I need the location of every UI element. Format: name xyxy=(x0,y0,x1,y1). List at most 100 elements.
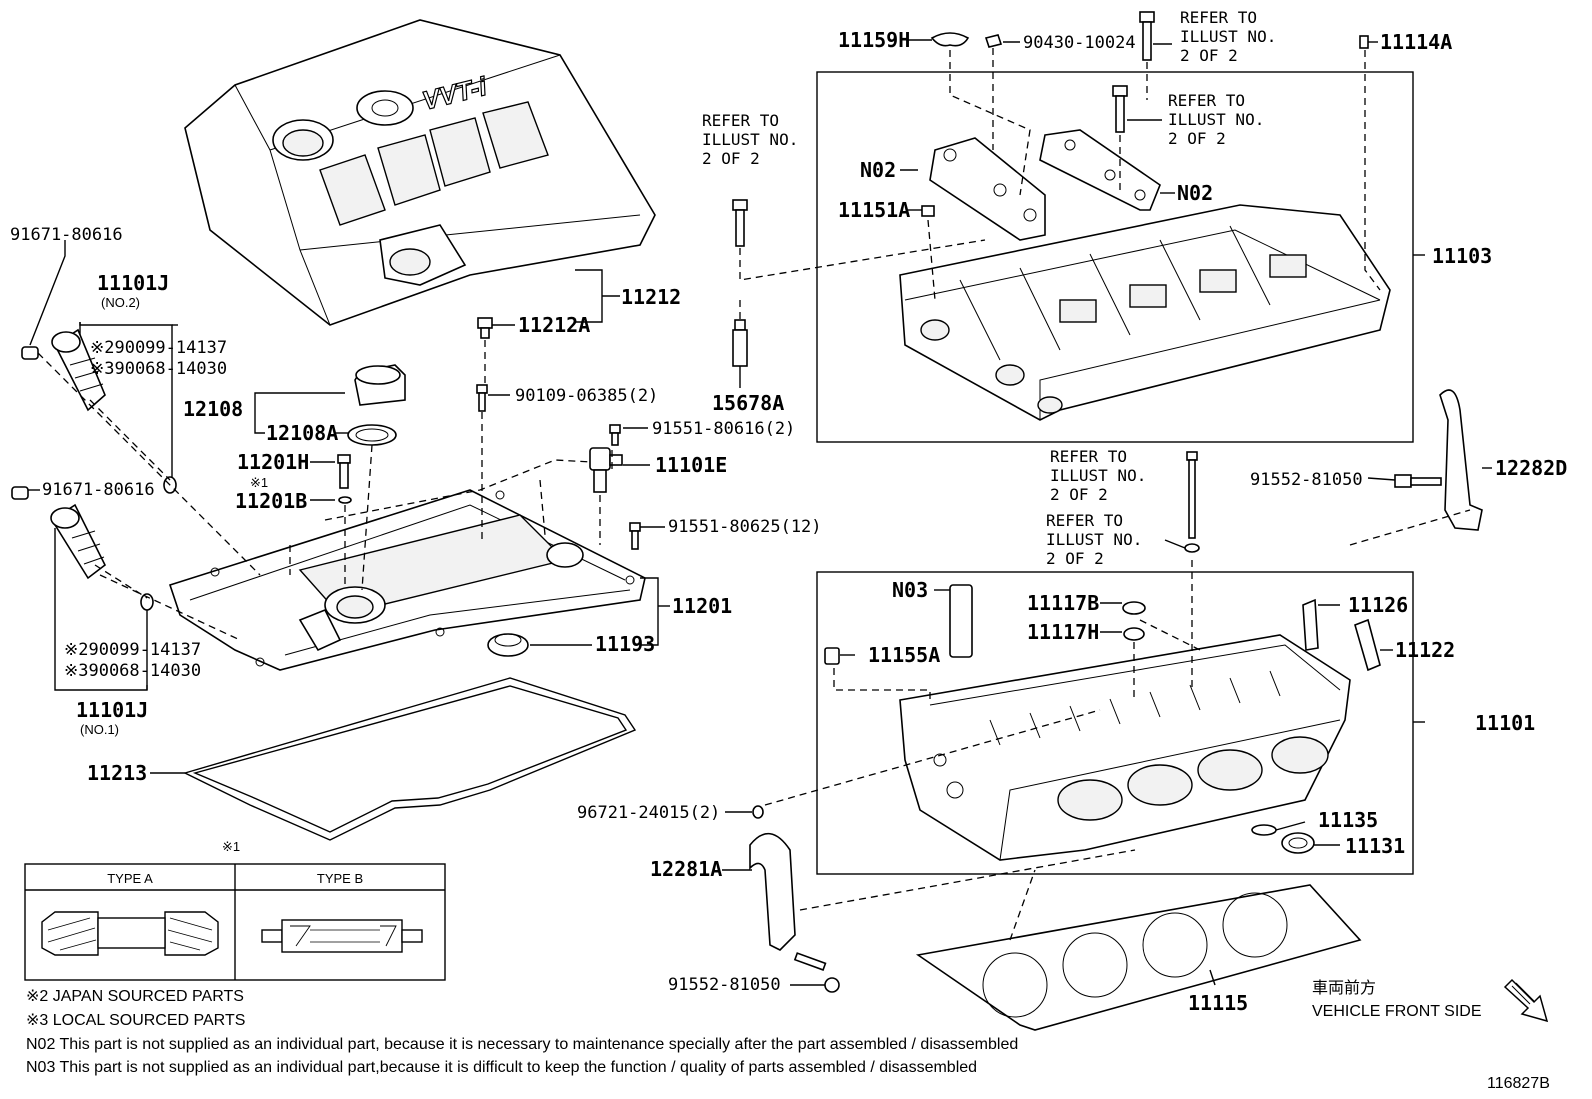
svg-text:2 OF 2: 2 OF 2 xyxy=(1168,129,1226,148)
label-note1-table: ※1 xyxy=(222,839,240,854)
cylinder-head-illustration xyxy=(899,634,1351,861)
label-390068-top: ※390068-14030 xyxy=(90,359,227,379)
svg-text:ILLUST NO.: ILLUST NO. xyxy=(1050,466,1146,485)
label-90109-06385: 90109-06385(2) xyxy=(515,386,658,406)
label-11114A: 11114A xyxy=(1380,30,1452,54)
type-b-section-drawing xyxy=(261,919,423,953)
svg-text:REFER TO: REFER TO xyxy=(1050,447,1127,466)
label-11201B: 11201B xyxy=(235,489,307,513)
label-11135: 11135 xyxy=(1318,808,1378,832)
label-no2: (NO.2) xyxy=(101,295,140,310)
engine-hanger-12282D xyxy=(1394,389,1483,531)
label-N02-right: N02 xyxy=(1177,181,1213,205)
label-90430-10024: 90430-10024 xyxy=(1023,33,1136,53)
refer-note-3: REFER TO ILLUST NO. 2 OF 2 xyxy=(702,111,798,168)
svg-text:2 OF 2: 2 OF 2 xyxy=(1046,549,1104,568)
note-n03: N03 This part is not supplied as an indi… xyxy=(26,1059,977,1076)
label-11201: 11201 xyxy=(672,594,732,618)
label-11126: 11126 xyxy=(1348,593,1408,617)
svg-text:ILLUST NO.: ILLUST NO. xyxy=(1180,27,1276,46)
part-number-labels: 91671-80616 11101J (NO.2) ※290099-14137 … xyxy=(10,28,1567,1015)
ocv-valve-no1 xyxy=(11,486,154,611)
label-11212A: 11212A xyxy=(518,313,590,337)
svg-text:REFER TO: REFER TO xyxy=(1046,511,1123,530)
label-11201H: 11201H xyxy=(237,450,309,474)
svg-text:2 OF 2: 2 OF 2 xyxy=(1180,46,1238,65)
refer-note-5: REFER TO ILLUST NO. 2 OF 2 xyxy=(1046,511,1142,568)
label-12282D: 12282D xyxy=(1495,456,1567,480)
label-290099-top: ※290099-14137 xyxy=(90,338,227,358)
refer-note-4: REFER TO ILLUST NO. 2 OF 2 xyxy=(1050,447,1146,504)
label-91551-80616: 91551-80616(2) xyxy=(652,419,795,439)
label-N02-left: N02 xyxy=(860,158,896,182)
label-91551-80625: 91551-80625(12) xyxy=(668,517,822,537)
svg-text:2 OF 2: 2 OF 2 xyxy=(702,149,760,168)
refer-note-1: REFER TO ILLUST NO. 2 OF 2 xyxy=(1180,8,1276,65)
label-11159H: 11159H xyxy=(838,28,910,52)
vehicle-front-japanese: 車両前方 xyxy=(1312,979,1376,997)
svg-text:REFER TO: REFER TO xyxy=(702,111,779,130)
vehicle-front-indicator: 車両前方 VEHICLE FRONT SIDE xyxy=(1312,978,1549,1023)
vehicle-front-english: VEHICLE FRONT SIDE xyxy=(1312,1003,1482,1020)
label-11122: 11122 xyxy=(1395,638,1455,662)
label-11101E: 11101E xyxy=(655,453,727,477)
label-11151A: 11151A xyxy=(838,198,910,222)
plug-seal xyxy=(487,633,529,657)
svg-text:2 OF 2: 2 OF 2 xyxy=(1050,485,1108,504)
cam-position-sensor xyxy=(589,447,623,493)
label-12281A: 12281A xyxy=(650,857,722,881)
refer-note-2: REFER TO ILLUST NO. 2 OF 2 xyxy=(1168,91,1264,148)
type-table: ※1 TYPE A TYPE B xyxy=(24,839,446,981)
label-11117B: 11117B xyxy=(1027,591,1099,615)
camshaft-bearing-caps xyxy=(929,129,1161,241)
svg-text:ILLUST NO.: ILLUST NO. xyxy=(1046,530,1142,549)
label-N03: N03 xyxy=(892,578,928,602)
label-390068-bottom: ※390068-14030 xyxy=(64,661,201,681)
note-local-sourced: ※3 LOCAL SOURCED PARTS xyxy=(26,1012,245,1029)
label-12108: 12108 xyxy=(183,397,243,421)
valve-cover-gasket xyxy=(183,677,637,841)
svg-text:ILLUST NO.: ILLUST NO. xyxy=(702,130,798,149)
label-12108A: 12108A xyxy=(266,421,338,445)
leader-lines xyxy=(28,39,1492,986)
label-15678A: 15678A xyxy=(712,391,784,415)
label-11101J-bottom: 11101J xyxy=(76,698,148,722)
camshaft-housing-illustration xyxy=(899,204,1391,421)
label-11115: 11115 xyxy=(1188,991,1248,1015)
type-b-header: TYPE B xyxy=(317,871,363,886)
camshaft-housing-frame xyxy=(816,71,1414,443)
illustration-number: 116827B xyxy=(1487,1075,1550,1092)
type-a-section-drawing xyxy=(41,911,219,956)
head-gasket xyxy=(915,884,1362,1031)
footnotes: ※2 JAPAN SOURCED PARTS ※3 LOCAL SOURCED … xyxy=(26,988,1018,1076)
label-11117H: 11117H xyxy=(1027,620,1099,644)
cylinder-head-frame xyxy=(816,571,1414,875)
svg-text:REFER TO: REFER TO xyxy=(1168,91,1245,110)
label-11213: 11213 xyxy=(87,761,147,785)
engine-hanger-12281A xyxy=(749,832,840,993)
engine-cover-illustration: VVT-i xyxy=(184,19,656,326)
label-91552-81050-right: 91552-81050 xyxy=(1250,470,1363,490)
label-96721-24015: 96721-24015(2) xyxy=(577,803,720,823)
small-fasteners xyxy=(337,317,641,550)
camshaft-housing-small-parts xyxy=(732,11,1369,367)
refer-notes: REFER TO ILLUST NO. 2 OF 2 REFER TO ILLU… xyxy=(702,8,1276,568)
label-11193: 11193 xyxy=(595,632,655,656)
label-11155A: 11155A xyxy=(868,643,940,667)
oil-filler-cap xyxy=(347,364,406,446)
label-11103: 11103 xyxy=(1432,244,1492,268)
note-japan-sourced: ※2 JAPAN SOURCED PARTS xyxy=(26,988,244,1005)
label-note1-small: ※1 xyxy=(250,475,268,490)
valve-cover-illustration xyxy=(168,489,646,671)
label-no1: (NO.1) xyxy=(80,722,119,737)
label-11101: 11101 xyxy=(1475,711,1535,735)
label-91671-80616-top: 91671-80616 xyxy=(10,225,123,245)
label-11101J-top: 11101J xyxy=(97,271,169,295)
cylinder-head-small-parts xyxy=(752,451,1381,854)
note-n02: N02 This part is not supplied as an indi… xyxy=(26,1036,1018,1053)
svg-text:REFER TO: REFER TO xyxy=(1180,8,1257,27)
type-a-header: TYPE A xyxy=(107,871,153,886)
label-290099-bottom: ※290099-14137 xyxy=(64,640,201,660)
svg-text:ILLUST NO.: ILLUST NO. xyxy=(1168,110,1264,129)
